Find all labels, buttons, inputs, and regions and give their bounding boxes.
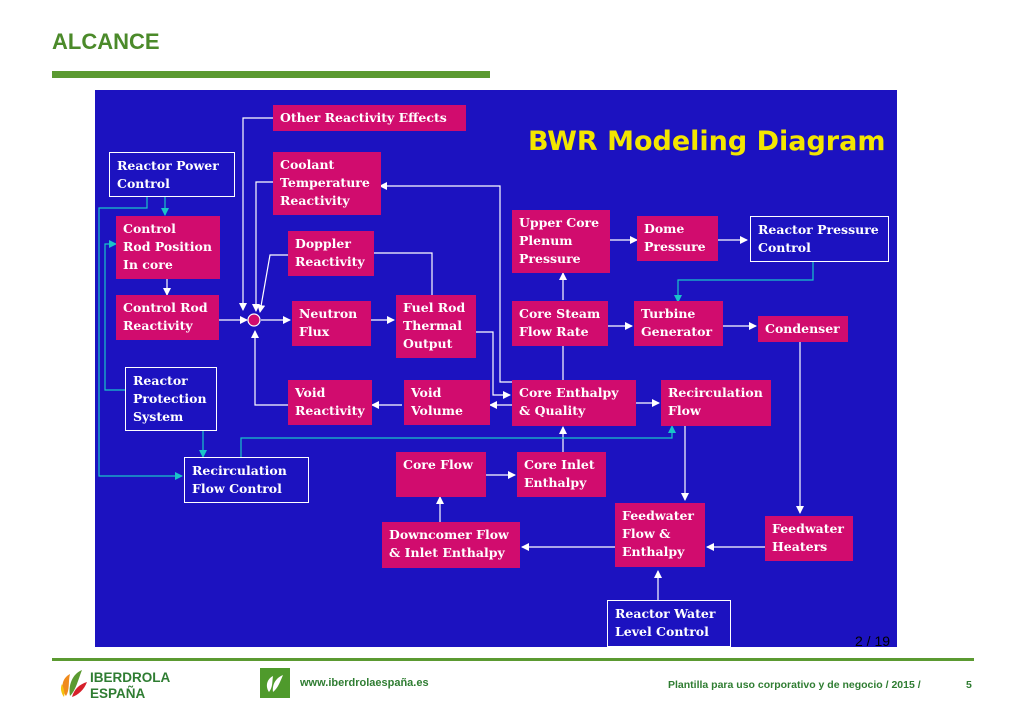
node-void-reactivity: Void Reactivity [288, 380, 372, 425]
node-downcomer-flow-inlet-enthalpy: Downcomer Flow & Inlet Enthalpy [382, 522, 520, 568]
slide-title: ALCANCE [52, 29, 160, 54]
node-core-flow: Core Flow [396, 452, 486, 497]
logo-text-line2: ESPAÑA [90, 686, 146, 701]
node-condenser: Condenser [758, 316, 848, 342]
node-other-reactivity-effects: Other Reactivity Effects [273, 105, 466, 131]
node-core-enthalpy-quality: Core Enthalpy & Quality [512, 380, 636, 426]
page-mark: 2 / 19 [855, 633, 891, 647]
node-reactor-pressure-control: Reactor Pressure Control [750, 216, 889, 262]
node-feedwater-flow-enthalpy: Feedwater Flow & Enthalpy [615, 503, 705, 567]
node-recirculation-flow: Recirculation Flow [661, 380, 771, 426]
leaf-web-icon [266, 675, 283, 692]
node-coolant-temperature-reactivity: Coolant Temperature Reactivity [273, 152, 381, 215]
company-logo: IBERDROLA ESPAÑA [58, 664, 178, 704]
node-feedwater-heaters: Feedwater Heaters [765, 516, 853, 561]
logo-text-line1: IBERDROLA [90, 670, 171, 685]
node-doppler-reactivity: Doppler Reactivity [288, 231, 374, 276]
node-core-inlet-enthalpy: Core Inlet Enthalpy [517, 452, 606, 497]
node-reactor-protection-system: Reactor Protection System [125, 367, 217, 431]
leaf-logo-icon [60, 670, 87, 697]
website-link[interactable]: www.iberdrolaespaña.es [300, 677, 429, 689]
node-core-steam-flow-rate: Core Steam Flow Rate [512, 301, 608, 346]
node-neutron-flux: Neutron Flux [292, 301, 371, 346]
node-void-volume: Void Volume [404, 380, 490, 425]
diagram-title: BWR Modeling Diagram [528, 126, 886, 157]
node-dome-pressure: Dome Pressure [637, 216, 718, 261]
page-number: 5 [966, 679, 972, 691]
node-reactor-water-level-control: Reactor Water Level Control [607, 600, 731, 647]
node-control-rod-position: Control Rod Position In core [116, 216, 220, 279]
website-icon [260, 668, 290, 698]
node-control-rod-reactivity: Control Rod Reactivity [116, 295, 219, 340]
summing-junction [247, 313, 261, 327]
node-fuel-rod-thermal-output: Fuel Rod Thermal Output [396, 295, 476, 358]
node-turbine-generator: Turbine Generator [634, 301, 723, 346]
node-upper-core-plenum-pressure: Upper Core Plenum Pressure [512, 210, 610, 273]
diagram-wires [98, 117, 814, 600]
node-recirculation-flow-control: Recirculation Flow Control [184, 457, 309, 503]
footer-note: Plantilla para uso corporativo y de nego… [668, 679, 921, 691]
node-reactor-power-control: Reactor Power Control [109, 152, 235, 197]
footer-rule [52, 658, 974, 661]
title-rule [52, 71, 490, 78]
bwr-diagram: BWR Modeling Diagram Other Reactivity Ef… [95, 90, 897, 647]
